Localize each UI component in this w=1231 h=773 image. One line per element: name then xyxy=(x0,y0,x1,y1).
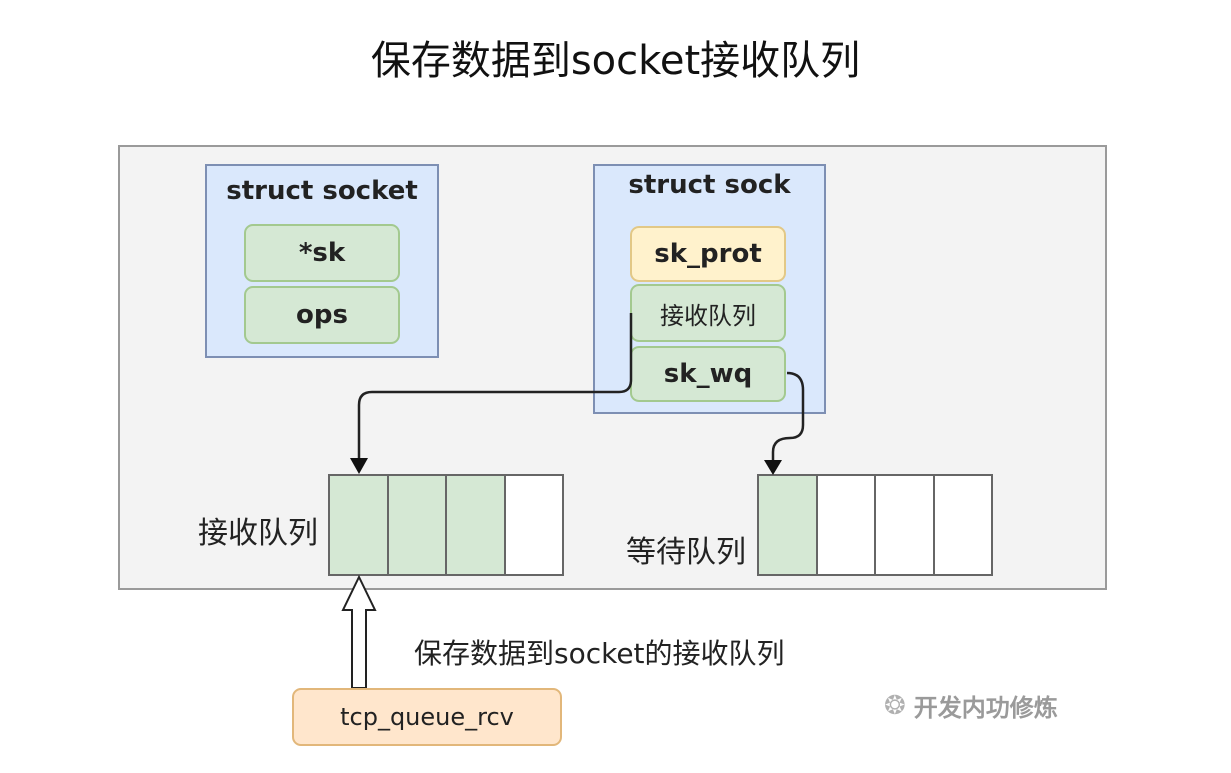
field-sk: *sk xyxy=(244,224,400,282)
field-receive-queue: 接收队列 xyxy=(630,284,786,342)
receive-queue-cell xyxy=(503,474,564,576)
wechat-icon: ❂ xyxy=(884,690,906,721)
wait-queue-cell xyxy=(932,474,993,576)
receive-queue-arrowhead xyxy=(350,458,368,474)
watermark-text: 开发内功修炼 xyxy=(913,694,1058,722)
watermark: ❂ 开发内功修炼 xyxy=(884,688,1058,723)
wait-queue-cell xyxy=(874,474,935,576)
diagram-title: 保存数据到socket接收队列 xyxy=(370,38,861,84)
field-ops: ops xyxy=(244,286,400,344)
receive-queue-pointer-arrow xyxy=(357,313,633,458)
struct-sock-title: struct sock xyxy=(628,170,791,200)
receive-queue-label: 接收队列 xyxy=(198,516,318,551)
receive-queue-cell xyxy=(445,474,506,576)
receive-queue-cell xyxy=(328,474,389,576)
receive-queue xyxy=(328,474,564,576)
wait-queue-cell xyxy=(757,474,818,576)
tcp-queue-rcv-box: tcp_queue_rcv xyxy=(292,688,562,746)
struct-socket-title: struct socket xyxy=(226,176,418,206)
wait-queue-label: 等待队列 xyxy=(626,535,746,570)
enqueue-hollow-arrow xyxy=(341,574,377,689)
receive-queue-cell xyxy=(386,474,447,576)
wait-queue-arrowhead xyxy=(764,460,782,475)
field-sk-wq: sk_wq xyxy=(630,346,786,402)
enqueue-annotation: 保存数据到socket的接收队列 xyxy=(414,637,785,670)
struct-socket-box: struct socket *sk ops xyxy=(205,164,439,358)
field-sk-prot: sk_prot xyxy=(630,226,786,282)
wait-queue-pointer-arrow xyxy=(771,371,805,460)
wait-queue xyxy=(757,474,993,576)
